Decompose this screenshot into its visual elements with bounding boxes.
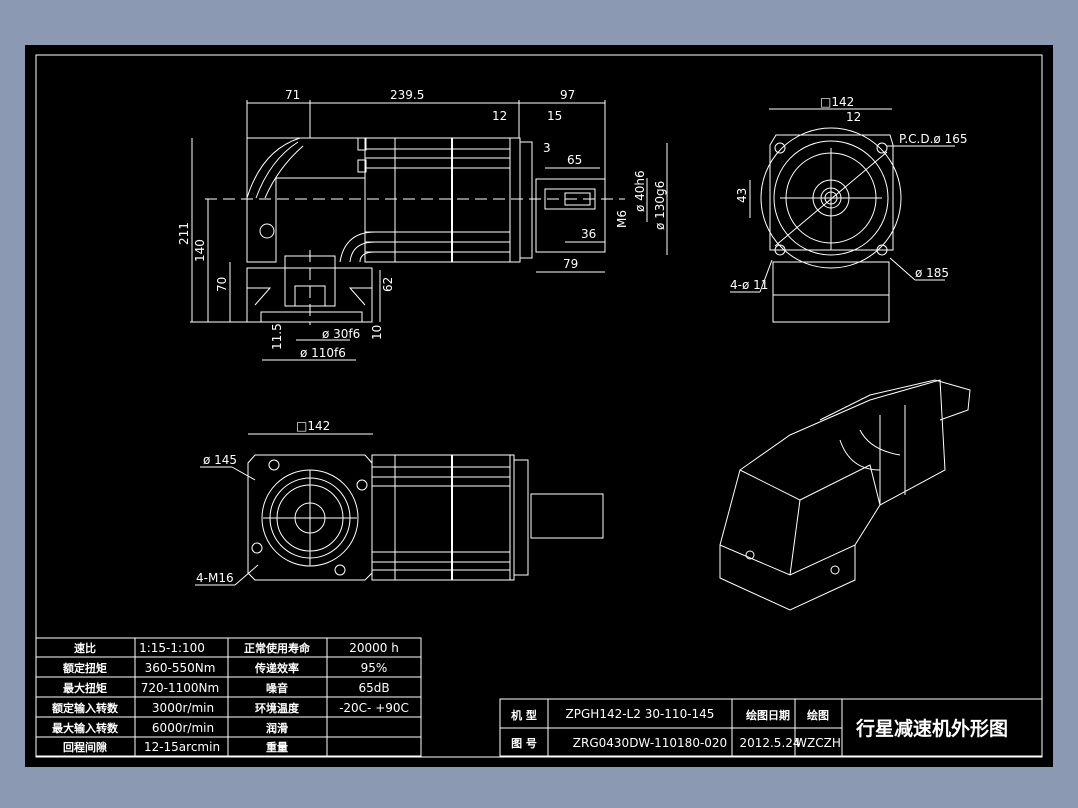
drawing-title: 行星减速机外形图 — [855, 717, 1008, 740]
side-dim-pcd165: P.C.D.ø 165 — [899, 132, 968, 146]
spec-value: 6000r/min — [152, 721, 214, 735]
dim-71: 71 — [285, 88, 300, 102]
bottom-dim-145: ø 145 — [203, 453, 237, 467]
spec-value: 12-15arcmin — [144, 740, 220, 754]
spec-label: 回程间隙 — [63, 740, 107, 754]
spec-label: 额定输入转数 — [52, 701, 119, 715]
spec-value: 360-550Nm — [145, 661, 216, 675]
dim-3: 3 — [543, 141, 551, 155]
dim-m6: M6 — [615, 210, 629, 228]
dim-140: 140 — [193, 239, 207, 262]
bottom-dim-holes: 4-M16 — [196, 571, 234, 585]
drawing-no-label: 图 号 — [511, 737, 537, 750]
dim-97: 97 — [560, 88, 575, 102]
spec-label: 速比 — [74, 641, 96, 655]
spec-value: -20C- +90C — [339, 701, 409, 715]
side-dim-43: 43 — [735, 188, 749, 203]
drawing-no-value: ZRG0430DW-110180-020 — [573, 736, 727, 750]
spec-row: 最大输入转数 6000r/min 润滑 — [52, 721, 288, 735]
spec-label: 传递效率 — [254, 661, 299, 675]
dim-12: 12 — [492, 109, 507, 123]
spec-label: 润滑 — [266, 721, 288, 735]
spec-label: 额定扭矩 — [63, 661, 107, 675]
drawing-border — [35, 54, 1043, 758]
spec-label: 重量 — [266, 740, 288, 754]
spec-value: 65dB — [358, 681, 389, 695]
side-view: □142 12 P.C.D.ø 165 43 4-ø 11 ø 185 — [730, 95, 968, 323]
dim-15: 15 — [547, 109, 562, 123]
spec-label: 最大扭矩 — [63, 681, 107, 695]
date-value: 2012.5.24 — [739, 736, 800, 750]
title-block: 机 型 ZPGH142-L2 30-110-145 图 号 ZRG0430DW-… — [499, 698, 1043, 757]
front-view: 71 239.5 97 12 15 3 65 36 79 ø 40h6 ø 13… — [177, 88, 668, 361]
dim-40h6: ø 40h6 — [633, 170, 647, 212]
spec-row: 回程间隙 12-15arcmin 重量 — [63, 740, 288, 754]
dim-70: 70 — [215, 277, 229, 292]
spec-value: 720-1100Nm — [141, 681, 219, 695]
spec-row: 额定输入转数 3000r/min 环境温度 -20C- +90C — [52, 701, 409, 715]
dim-62: 62 — [381, 277, 395, 292]
bottom-view: □142 ø 145 4-M16 — [195, 419, 604, 586]
spec-value: 95% — [361, 661, 388, 675]
dim-65: 65 — [567, 153, 582, 167]
spec-label: 噪音 — [266, 681, 288, 695]
dim-211: 211 — [177, 222, 191, 245]
drawer-label: 绘图 — [807, 708, 829, 722]
side-dim-185: ø 185 — [915, 266, 949, 280]
model-value: ZPGH142-L2 30-110-145 — [566, 707, 715, 721]
spec-label: 最大输入转数 — [52, 721, 119, 735]
bottom-dim-142: □142 — [296, 419, 330, 433]
spec-row: 额定扭矩 360-550Nm 传递效率 95% — [63, 661, 387, 675]
drawing-canvas — [25, 45, 1053, 767]
dim-11-5: 11.5 — [270, 323, 284, 350]
spec-label: 正常使用寿命 — [244, 641, 311, 655]
spec-row: 速比 1:15-1:100 正常使用寿命 20000 h — [74, 641, 399, 655]
spec-value: 20000 h — [349, 641, 399, 655]
spec-value: 1:15-1:100 — [139, 641, 205, 655]
drawer-value: WZCZH — [795, 736, 841, 750]
side-dim-142: □142 — [820, 95, 854, 109]
spec-label: 环境温度 — [255, 701, 300, 715]
dim-130g6: ø 130g6 — [653, 181, 667, 230]
dim-36: 36 — [581, 227, 596, 241]
spec-value: 3000r/min — [152, 701, 214, 715]
spec-row: 最大扭矩 720-1100Nm 噪音 65dB — [63, 681, 390, 695]
dim-239-5: 239.5 — [390, 88, 424, 102]
side-dim-holes: 4-ø 11 — [730, 278, 768, 292]
date-label: 绘图日期 — [746, 708, 790, 722]
dim-30f6: ø 30f6 — [322, 327, 360, 341]
isometric-view — [719, 379, 971, 611]
dim-79: 79 — [563, 257, 578, 271]
spec-table: 速比 1:15-1:100 正常使用寿命 20000 h 额定扭矩 360-55… — [35, 637, 422, 757]
side-dim-12: 12 — [846, 110, 861, 124]
model-label: 机 型 — [511, 708, 537, 722]
dim-110f6: ø 110f6 — [300, 346, 346, 360]
dim-10: 10 — [370, 325, 384, 340]
